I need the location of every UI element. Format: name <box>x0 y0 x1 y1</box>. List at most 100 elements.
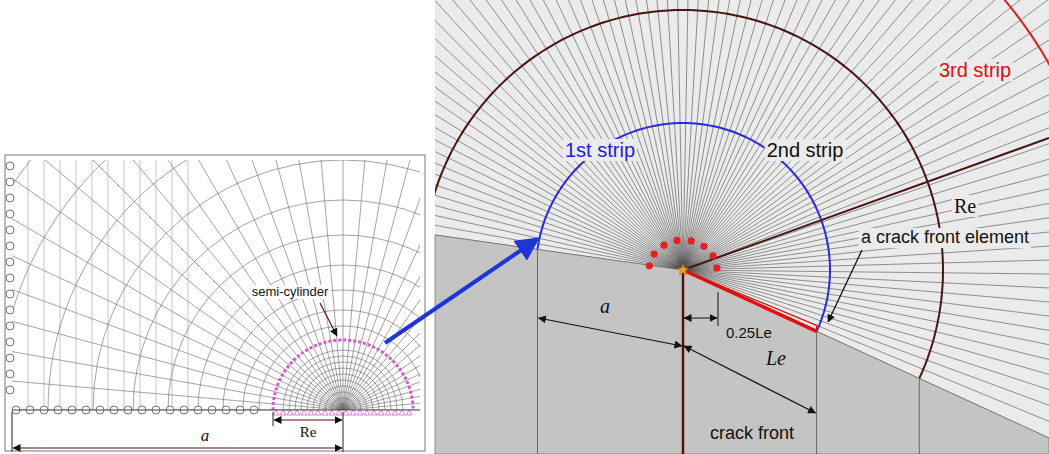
support-symbol <box>406 410 412 415</box>
mesh-line <box>198 265 420 410</box>
mesh-line <box>0 0 683 270</box>
mesh-line <box>337 404 349 410</box>
strip-arcs <box>435 0 1049 445</box>
support-symbol <box>6 338 14 346</box>
dimension-line <box>684 318 717 319</box>
mesh-line <box>295 362 391 410</box>
support-symbol <box>336 410 342 415</box>
node-dot <box>673 237 680 244</box>
mesh-line <box>587 0 683 270</box>
mesh-line <box>140 160 141 410</box>
support-symbol <box>6 354 14 362</box>
support-symbol <box>329 410 335 415</box>
mesh-line <box>683 270 1049 357</box>
mesh-line <box>0 0 683 270</box>
mesh-line <box>683 0 1049 270</box>
mesh-line <box>0 55 683 270</box>
mesh-line <box>157 0 683 270</box>
crack-plane <box>435 235 1049 454</box>
crack-front-line <box>682 270 685 454</box>
mesh-line <box>343 190 420 410</box>
support-symbol <box>6 194 14 202</box>
mesh-line <box>92 160 93 410</box>
mesh-line <box>683 0 1049 270</box>
node-dot <box>709 252 716 259</box>
node-dot <box>651 251 658 258</box>
mesh-line <box>190 0 683 270</box>
mesh-line <box>683 270 1049 454</box>
mesh-line <box>208 160 343 410</box>
mesh-line <box>12 160 420 410</box>
support-symbol <box>371 410 377 415</box>
mesh-line <box>258 0 683 270</box>
support-symbol <box>6 274 14 282</box>
strip-boundary <box>435 0 1049 445</box>
support-symbol <box>280 410 286 415</box>
dimension-label: Re <box>952 195 978 217</box>
support-symbol <box>378 410 384 415</box>
mesh-line <box>474 0 683 270</box>
mesh-line <box>0 0 683 270</box>
support-symbol <box>343 410 349 415</box>
mesh-line <box>313 380 373 410</box>
mesh-line <box>12 160 343 410</box>
node-dot <box>713 264 720 271</box>
support-symbol <box>357 410 363 415</box>
left-mesh <box>12 160 420 410</box>
support-symbol <box>6 178 14 186</box>
crack-details <box>537 138 1049 454</box>
node-dot <box>688 237 695 244</box>
part-label: semi-cylinder <box>250 285 331 299</box>
mesh-line <box>12 160 343 410</box>
extension-line <box>12 412 13 452</box>
extension-line <box>273 412 274 426</box>
support-symbol <box>392 410 398 415</box>
mesh-line <box>683 270 1049 454</box>
zoom-arrow <box>385 240 536 343</box>
dimension-label: Re <box>298 424 319 441</box>
mesh-line <box>683 270 1049 454</box>
support-symbol <box>6 226 14 234</box>
extension-line <box>343 412 344 452</box>
support-symbol <box>364 410 370 415</box>
boundary-symbols <box>6 162 412 415</box>
support-symbol <box>385 410 391 415</box>
mesh-line <box>76 160 77 410</box>
mesh-line <box>224 0 683 270</box>
crack-plane-edge <box>12 410 420 411</box>
support-symbol <box>294 410 300 415</box>
support-symbol <box>6 258 14 266</box>
support-symbol <box>6 290 14 298</box>
callout-label: a crack front element <box>859 228 1031 248</box>
mesh-line <box>683 91 1049 270</box>
mesh-line <box>683 270 1049 433</box>
leader-line <box>320 303 337 336</box>
mesh-line <box>124 160 125 410</box>
mesh-line <box>663 0 683 270</box>
node-dot <box>646 262 653 269</box>
mesh-line <box>549 0 683 270</box>
node-dot <box>700 243 707 250</box>
element-edge <box>919 378 920 454</box>
mesh-line <box>683 0 1037 270</box>
mesh-line <box>259 326 420 410</box>
mesh-line <box>625 0 683 270</box>
support-symbol <box>6 210 14 218</box>
mesh-line <box>108 160 109 410</box>
strip-label: 1st strip <box>563 139 637 161</box>
mesh-line <box>0 0 683 270</box>
support-symbol <box>322 410 328 415</box>
mesh-line <box>0 0 683 270</box>
mesh-line <box>364 0 683 270</box>
mesh-line <box>45 160 343 410</box>
mesh-line <box>93 160 420 410</box>
support-symbol <box>308 410 314 415</box>
mesh-line <box>683 129 1049 270</box>
strip-label: 2nd strip <box>765 139 846 161</box>
mesh-line <box>307 374 379 410</box>
mesh-line <box>683 270 1049 454</box>
mesh-line <box>0 18 683 270</box>
